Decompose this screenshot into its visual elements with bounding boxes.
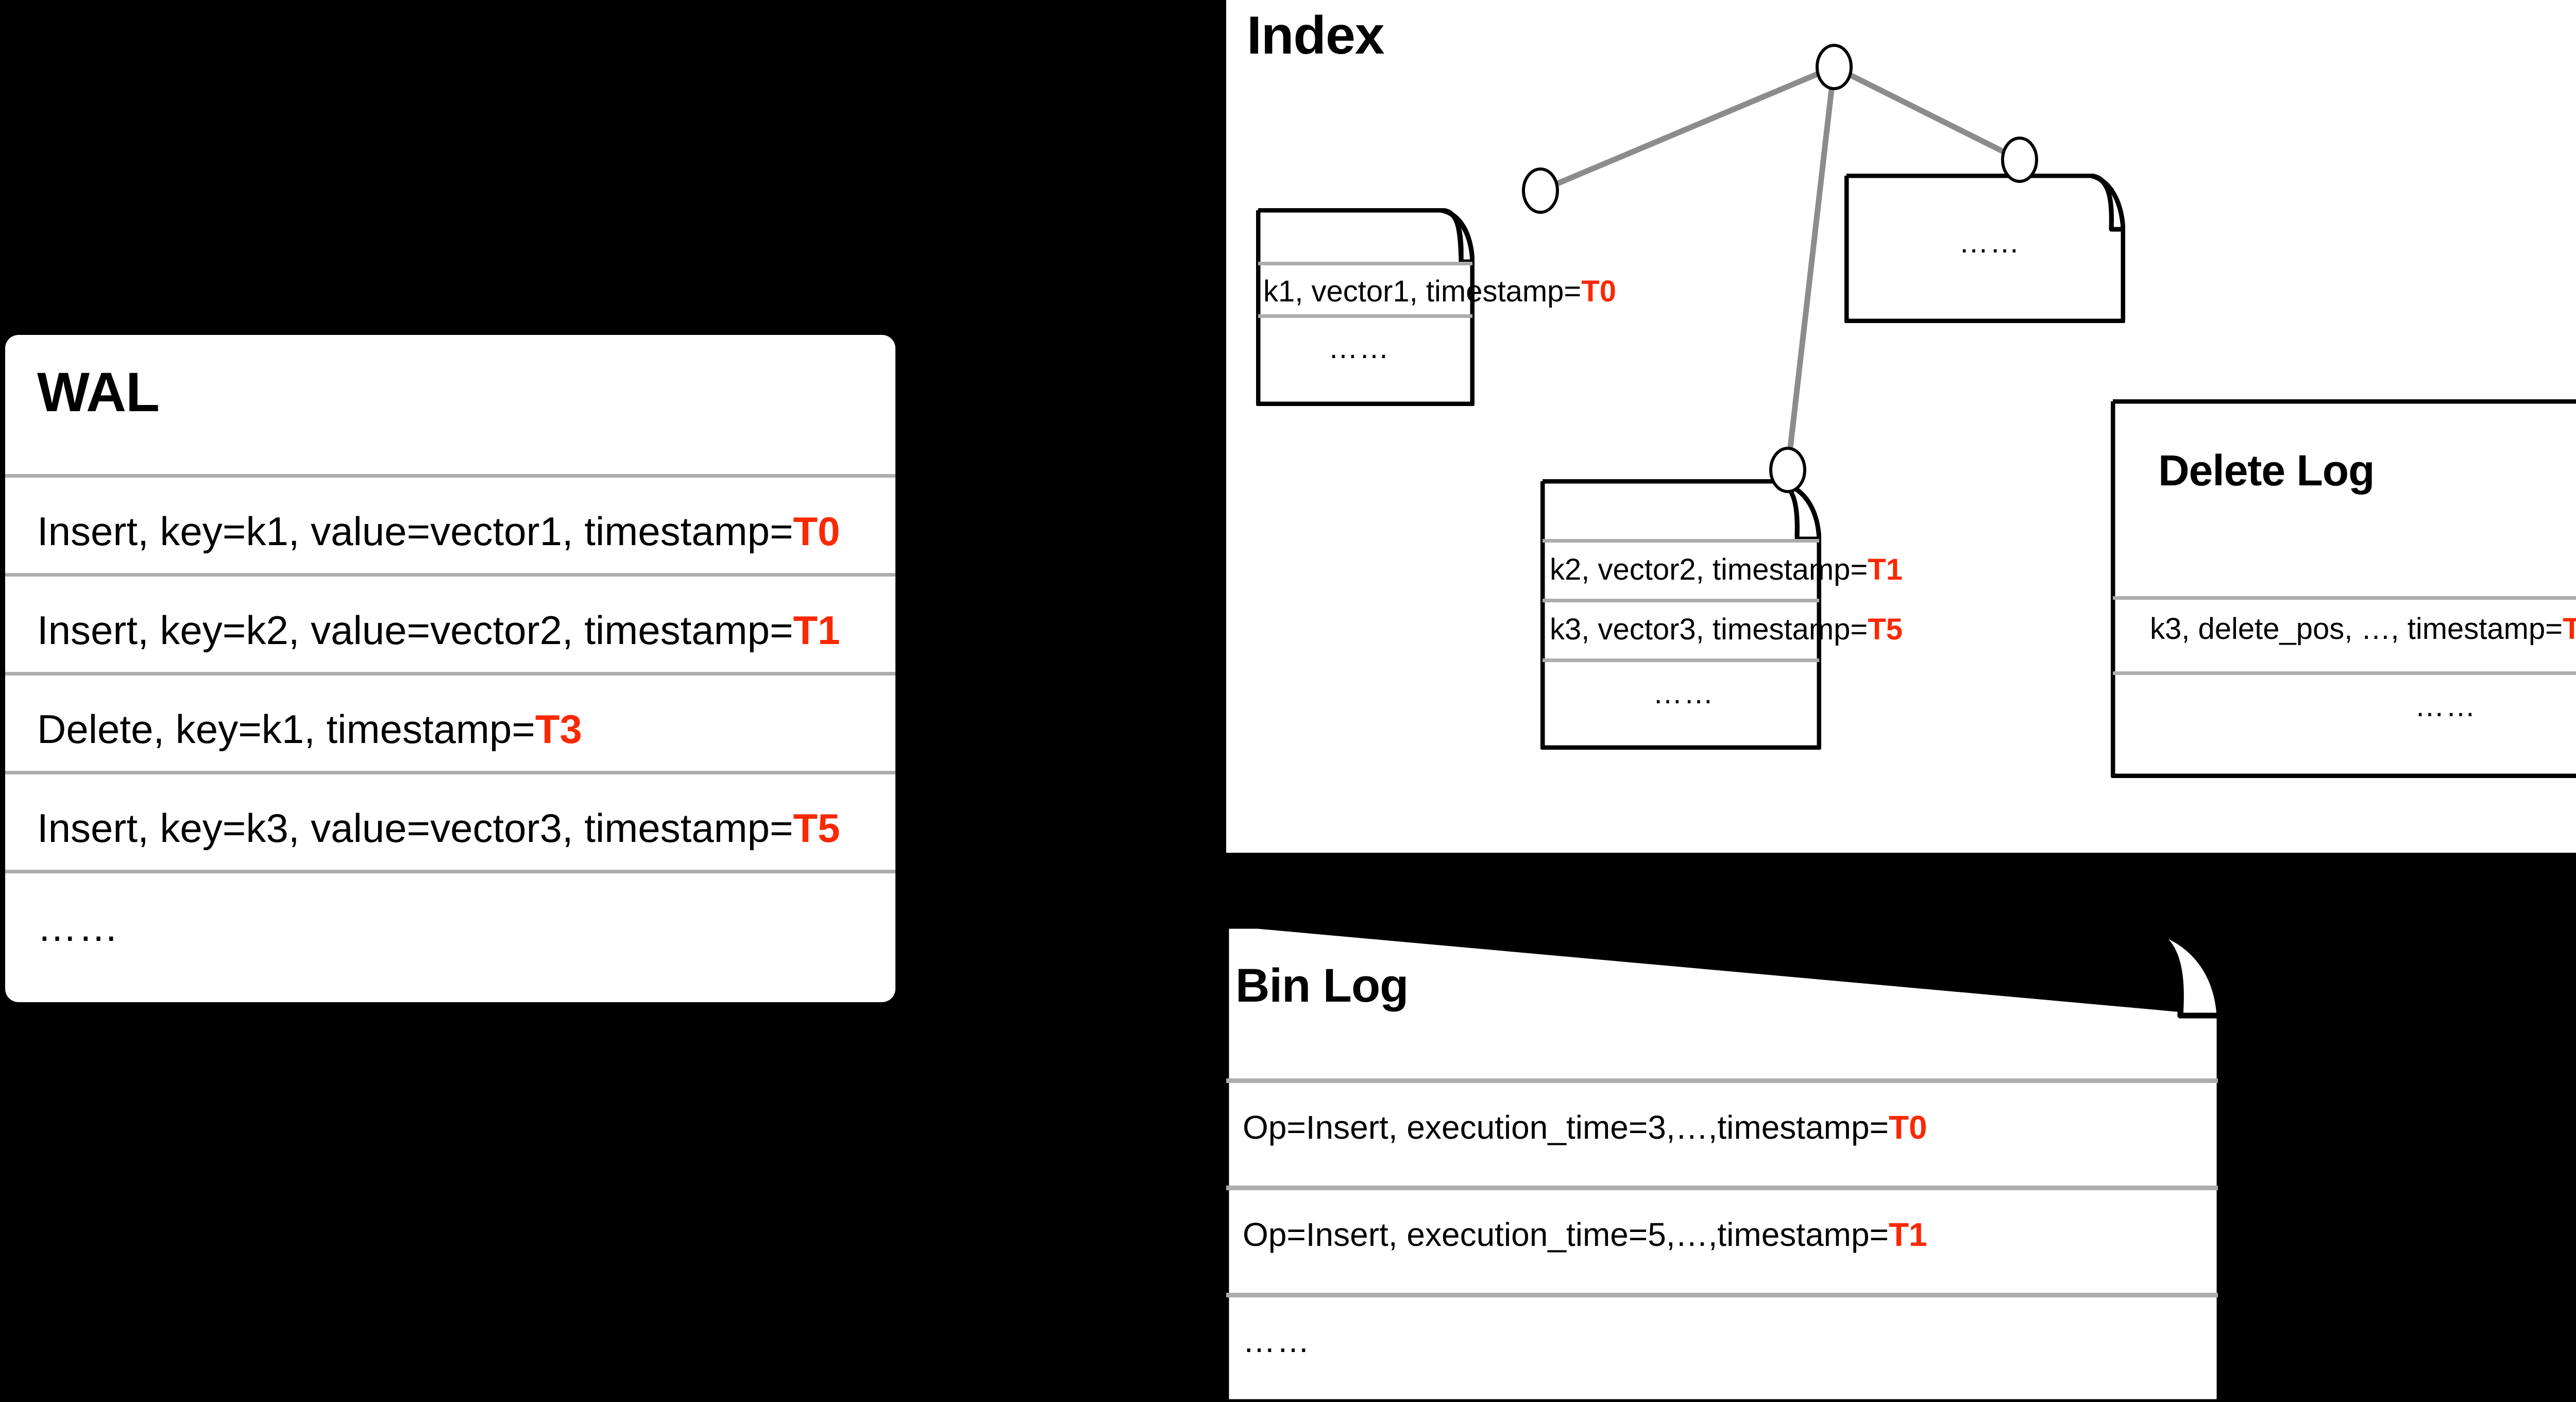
wal-row-text: Insert, key=k2, value=vector2, timestamp… [37,607,793,653]
index-leaf-k2k3-card: k2, vector2, timestamp=T1 k3, vector3, t… [1540,479,1903,750]
wal-divider [5,672,895,675]
bin-log-divider [1226,1078,2218,1083]
index-leaf-k2k3-row-text: …… [1653,677,1715,710]
wal-row-text: Insert, key=k3, value=vector3, timestamp… [37,805,793,851]
wal-row: Insert, key=k1, value=vector1, timestamp… [37,508,840,555]
delete-log-row: k3, delete_pos, …, timestamp=T3 [2150,612,2576,646]
delete-log-row-text: …… [2415,689,2477,723]
delete-log-title: Delete Log [2158,446,2375,495]
wal-row: Insert, key=k3, value=vector3, timestamp… [37,805,840,852]
index-leaf-k2k3-row-timestamp: T5 [1868,613,1903,646]
bin-log-divider [1226,1293,2218,1297]
bin-log-title: Bin Log [1235,959,1409,1012]
delete-log-row-timestamp: T3 [2563,612,2576,646]
delete-log-row: …… [2415,689,2477,723]
wal-divider [5,870,895,873]
index-leaf-k1-divider [1258,314,1472,318]
wal-divider [5,573,895,577]
index-leaf-ellipsis-row: …… [1959,225,2021,260]
wal-row: Delete, key=k1, timestamp=T3 [37,706,582,753]
index-leaf-k2k3-row: k2, vector2, timestamp=T1 [1550,552,1903,587]
wal-row: …… [37,904,120,951]
delete-log-row-text: k3, delete_pos, …, timestamp= [2150,612,2563,646]
index-leaf-ellipsis-row-text: …… [1959,226,2021,259]
bin-log-row: …… [1243,1322,1311,1360]
index-title: Index [1247,6,1385,65]
bin-log-row: Op=Insert, execution_time=5,…,timestamp=… [1243,1215,1927,1254]
bin-log-row-text: …… [1243,1322,1311,1359]
bin-log-row-timestamp: T0 [1888,1109,1927,1146]
bin-log-row: Op=Insert, execution_time=3,…,timestamp=… [1243,1108,1927,1146]
index-leaf-k2k3-divider [1543,539,1819,543]
delete-log-divider [2113,671,2576,675]
wal-title: WAL [37,361,160,423]
wal-divider [5,771,895,774]
index-leaf-k1-row-text: …… [1328,331,1390,365]
wal-row: Insert, key=k2, value=vector2, timestamp… [37,607,840,654]
bin-log-divider [1226,1186,2218,1190]
index-leaf-k1-row: …… [1328,331,1390,365]
index-leaf-k1-card: k1, vector1, timestamp=T0 …… [1256,208,1616,406]
wal-row-text: Delete, key=k1, timestamp= [37,706,535,752]
bin-log-card: Bin Log Op=Insert, execution_time=3,…,ti… [1226,924,2222,1402]
index-leaf-k2k3-row: k3, vector3, timestamp=T5 [1550,612,1903,647]
index-leaf-ellipsis-card: …… [1844,174,2125,323]
index-leaf-k2k3-row-text: k3, vector3, timestamp= [1550,613,1868,646]
index-leaf-k2k3-divider [1543,658,1819,662]
wal-row-timestamp: T0 [793,509,840,554]
wal-row-timestamp: T5 [793,805,840,851]
index-leaf-k1-row: k1, vector1, timestamp=T0 [1263,274,1616,309]
wal-divider [5,474,895,478]
index-leaf-k2k3-row-text: k2, vector2, timestamp= [1550,553,1868,586]
index-leaf-k1-row-text: k1, vector1, timestamp= [1263,275,1582,308]
index-leaf-k2k3-divider [1543,599,1819,602]
delete-log-card: Delete Log k3, delete_pos, …, timestamp=… [2111,399,2576,778]
index-leaf-k1-row-timestamp: T0 [1581,275,1616,308]
index-leaf-k2k3-row: …… [1653,676,1715,711]
bin-log-row-timestamp: T1 [1888,1216,1927,1253]
index-leaf-k2k3-row-timestamp: T1 [1868,553,1903,586]
bin-log-row-text: Op=Insert, execution_time=3,…,timestamp= [1243,1109,1889,1146]
wal-panel: WAL Insert, key=k1, value=vector1, times… [5,335,895,1002]
bin-log-row-text: Op=Insert, execution_time=5,…,timestamp= [1243,1216,1889,1253]
wal-row-timestamp: T1 [793,607,840,653]
wal-row-text: …… [37,904,120,950]
index-leaf-k1-divider [1258,262,1472,265]
delete-log-divider [2113,596,2576,600]
wal-row-text: Insert, key=k1, value=vector1, timestamp… [37,509,793,554]
wal-row-timestamp: T3 [535,706,582,752]
